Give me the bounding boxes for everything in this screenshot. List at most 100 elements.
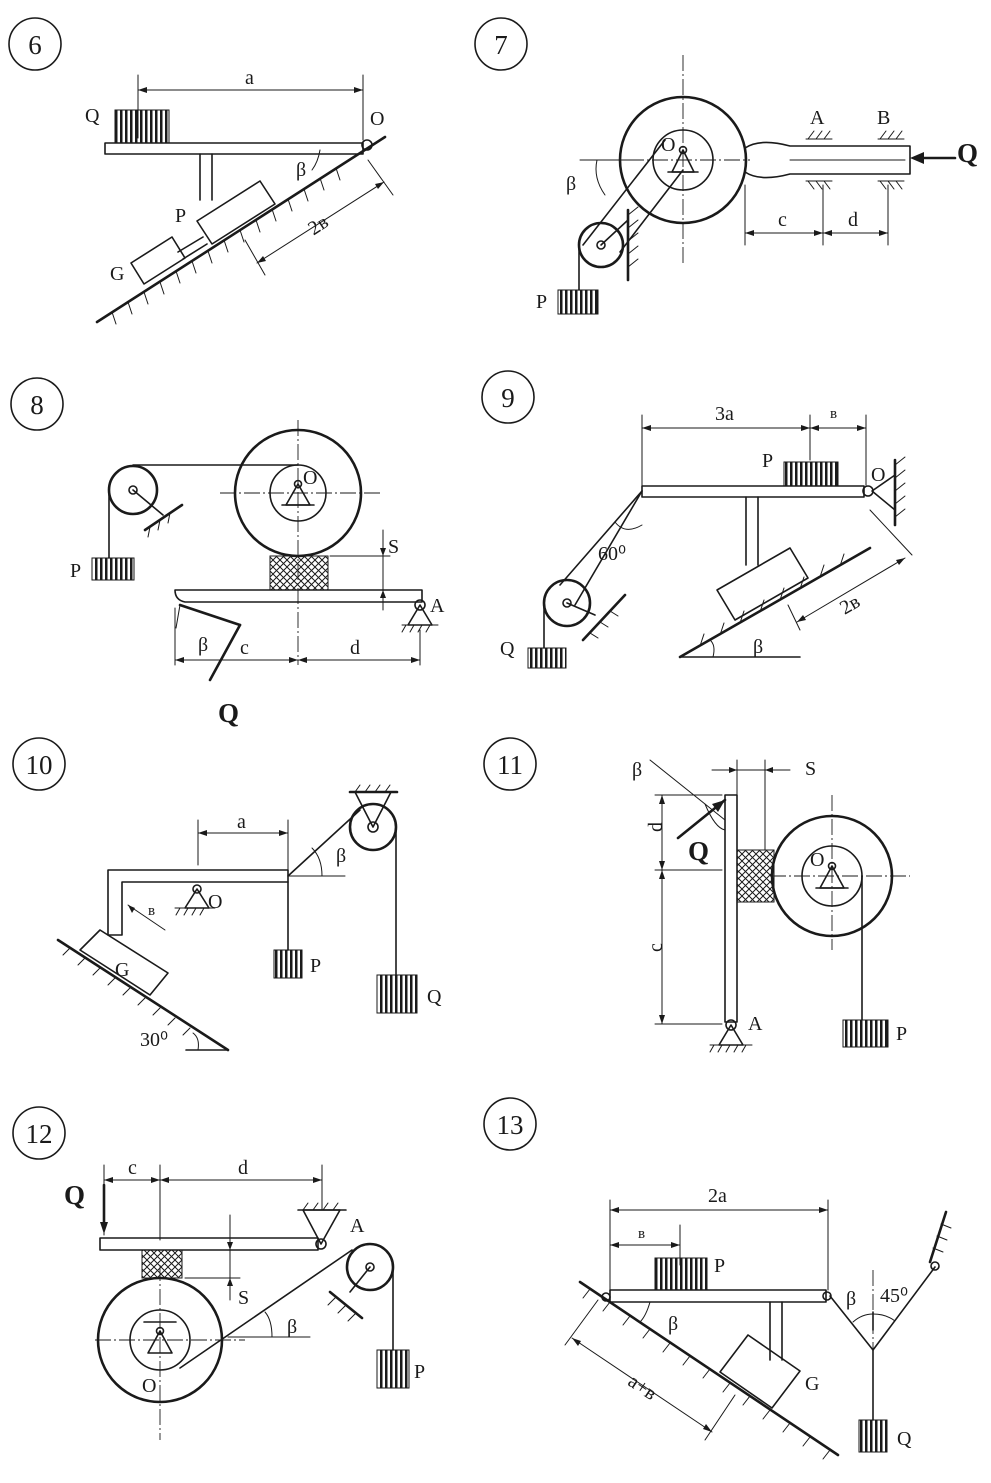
label-s: S (805, 758, 816, 780)
label-q: Q (500, 638, 515, 660)
weight-p (842, 1019, 889, 1048)
lever-beam (104, 142, 364, 155)
label-o: O (370, 108, 384, 130)
label-s: S (238, 1287, 249, 1309)
weight-q (376, 974, 418, 1014)
figure-number: 6 (28, 30, 42, 60)
hub (129, 1309, 191, 1371)
rod (744, 141, 911, 179)
figure-6: 6 a O Q P G β 2в (8, 17, 394, 325)
label-b: B (877, 107, 890, 129)
dim-2b-label: 2в (304, 211, 332, 240)
figure-8: 8 O P S A β Q c d (10, 377, 445, 728)
label-beta: β (632, 759, 642, 781)
label-p: P (536, 291, 547, 313)
link (177, 236, 208, 260)
figure-7: 7 O A B Q c d P β (474, 17, 978, 315)
label-beta: β (566, 173, 576, 195)
weight-q (527, 647, 567, 669)
figure-number: 9 (501, 383, 515, 413)
dim-2a-label: 2a (708, 1185, 727, 1207)
support-o (184, 888, 210, 909)
label-s: S (388, 536, 399, 558)
dim-b-label: в (638, 1226, 645, 1242)
figure-number-circle (8, 17, 62, 71)
rope (582, 139, 666, 246)
dim-3a-label: 3a (715, 403, 734, 425)
label-a: A (810, 107, 825, 129)
label-a: A (350, 1215, 365, 1237)
figure-number: 11 (497, 750, 523, 780)
figure-number: 12 (26, 1119, 53, 1149)
figure-12: 12 c d Q A S O β P (12, 1106, 425, 1440)
dim-d-label: d (350, 637, 360, 659)
label-beta: β (336, 845, 346, 867)
large-disk (770, 814, 894, 938)
lever (99, 1237, 319, 1251)
figure-10: 10 a O в G 30⁰ P β Q (12, 737, 442, 1052)
incline-hatch (111, 167, 341, 325)
weight-p (273, 949, 303, 979)
label-60-deg: 60⁰ (598, 543, 626, 565)
label-o: O (661, 134, 675, 156)
force-q-line (208, 623, 242, 682)
figure-number: 7 (494, 30, 508, 60)
dim-b-label: в (830, 406, 837, 422)
block-p (196, 180, 276, 245)
weight-p (557, 289, 599, 315)
weight-p (376, 1349, 410, 1389)
label-q: Q (218, 698, 239, 728)
label-q: Q (688, 836, 709, 866)
label-o: O (871, 464, 885, 486)
label-beta: β (287, 1316, 297, 1338)
inclined-plane (56, 938, 230, 1052)
dim-c-label: c (778, 209, 787, 231)
rope (287, 809, 361, 877)
brake-pad (141, 1249, 183, 1279)
block-g (719, 1334, 801, 1409)
dim-2b-label: 2в (836, 591, 864, 620)
figure-number: 8 (30, 390, 44, 420)
brake-pad (736, 849, 775, 903)
label-45-deg: 45⁰ (880, 1285, 908, 1307)
dim-d-label: d (238, 1157, 248, 1179)
block-g (130, 236, 186, 285)
label-p: P (70, 560, 81, 582)
label-o: O (810, 849, 824, 871)
label-q: Q (427, 986, 442, 1008)
lever-beam (107, 869, 289, 936)
lever (174, 589, 423, 603)
lever-beam (609, 1289, 827, 1303)
label-g: G (110, 263, 124, 285)
label-q: Q (897, 1428, 912, 1450)
label-p: P (762, 450, 773, 472)
weight-p (654, 1257, 708, 1291)
rope (559, 490, 643, 586)
block (716, 547, 809, 621)
figure-number: 13 (497, 1110, 524, 1140)
label-g: G (805, 1373, 819, 1395)
weight-q (114, 109, 170, 144)
label-beta: β (753, 636, 763, 658)
figure-13: 13 2a в P G β a+в β 45⁰ Q (483, 1097, 952, 1460)
hub (652, 129, 714, 191)
dim-a-label: a (245, 67, 254, 89)
label-g: G (115, 959, 129, 981)
label-p: P (714, 1255, 725, 1277)
label-a: A (748, 1013, 763, 1035)
dim-a-label: a (237, 811, 246, 833)
label-30-deg: 30⁰ (140, 1029, 168, 1051)
weight-p (783, 461, 839, 487)
inclined-plane (578, 1280, 840, 1457)
weight-p (91, 557, 135, 581)
label-q: Q (64, 1180, 85, 1210)
lever (724, 794, 738, 1023)
support-a (407, 604, 433, 626)
dim-c-label: c (645, 943, 667, 952)
label-beta: β (296, 159, 306, 181)
figure-9: 9 3a в P O β 2в 60⁰ Q (481, 370, 913, 669)
rope (179, 1249, 353, 1369)
figure-11: 11 S A Q β d c O P (483, 737, 910, 1053)
label-beta-rope: β (846, 1288, 856, 1310)
support-a (718, 1024, 744, 1046)
